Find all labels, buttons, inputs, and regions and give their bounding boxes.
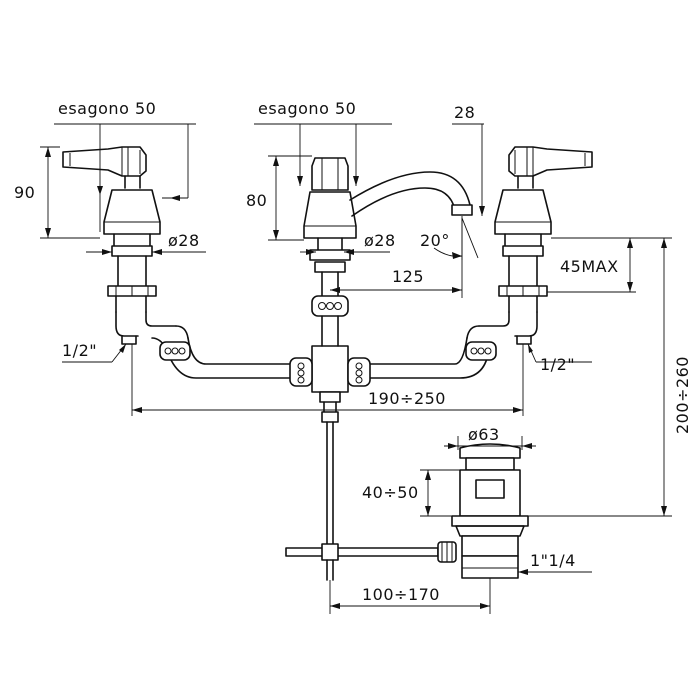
spout-height-label: 80 bbox=[246, 191, 267, 210]
left-valve bbox=[62, 146, 189, 349]
dimension-labels: esagono 50 esagono 50 28 90 80 ø28 ø28 2… bbox=[14, 99, 692, 604]
dimension-lines bbox=[40, 123, 672, 614]
angle-label: 20° bbox=[420, 231, 450, 250]
spout-assembly bbox=[303, 157, 473, 423]
spout-reach-label: 125 bbox=[392, 267, 424, 286]
left-hex-label: esagono 50 bbox=[58, 99, 156, 118]
handle-height-label: 90 bbox=[14, 183, 35, 202]
max-depth-label: 45MAX bbox=[560, 257, 619, 276]
left-diameter-label: ø28 bbox=[168, 231, 200, 250]
waste-thread-label: 1"1/4 bbox=[530, 551, 576, 570]
spout-hex-label: esagono 50 bbox=[258, 99, 356, 118]
waste-diameter-label: ø63 bbox=[468, 425, 500, 444]
mixing-pipes bbox=[159, 337, 497, 387]
waste-height-label: 40÷50 bbox=[362, 483, 419, 502]
right-thread-label: 1/2" bbox=[540, 355, 575, 374]
centres-label: 190÷250 bbox=[368, 389, 446, 408]
left-thread-label: 1/2" bbox=[62, 341, 97, 360]
spout-diameter-label: ø28 bbox=[364, 231, 396, 250]
right-valve bbox=[466, 146, 593, 345]
overall-height-label: 200÷260 bbox=[673, 356, 692, 434]
rod-distance-label: 100÷170 bbox=[362, 585, 440, 604]
popup-waste bbox=[437, 443, 529, 579]
spout-offset-label: 28 bbox=[454, 103, 475, 122]
